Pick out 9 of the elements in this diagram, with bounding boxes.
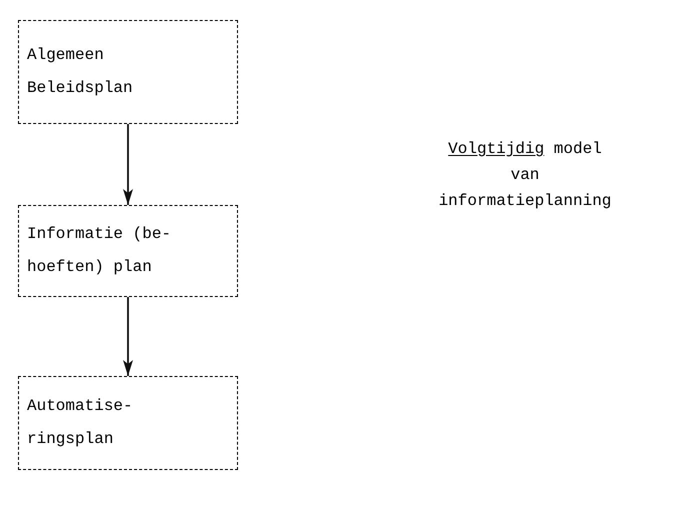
- diagram-title: Volgtijdig model van informatieplanning: [438, 139, 612, 212]
- process-box: [18, 376, 238, 470]
- process-box: [18, 20, 238, 124]
- arrow: [123, 124, 133, 205]
- box-label: Informatie (be- hoeften) plan: [27, 224, 172, 278]
- process-box: [18, 205, 238, 297]
- arrow: [123, 297, 133, 376]
- box-label: Automatise- ringsplan: [27, 396, 134, 450]
- box-label: Algemeen Beleidsplan: [27, 45, 134, 99]
